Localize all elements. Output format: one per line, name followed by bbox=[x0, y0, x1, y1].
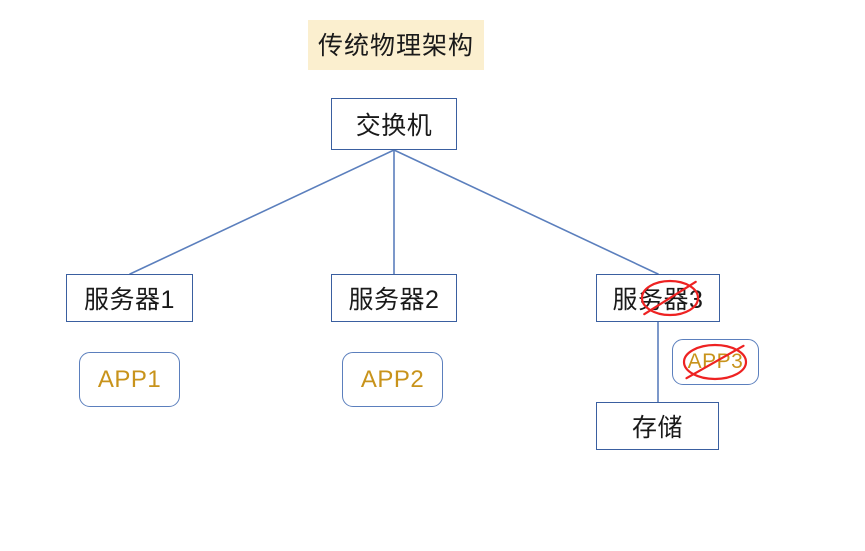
node-server2-label: 服务器2 bbox=[348, 286, 440, 314]
node-app1-label: APP1 bbox=[97, 365, 162, 393]
node-storage-label: 存储 bbox=[631, 414, 683, 442]
node-storage[interactable]: 存储 bbox=[596, 402, 719, 450]
node-app3-label: APP3 bbox=[687, 350, 744, 373]
node-app2-label: APP2 bbox=[360, 365, 425, 393]
node-server3[interactable]: 服务器3 bbox=[596, 274, 720, 322]
node-server1-label: 服务器1 bbox=[84, 286, 175, 314]
edge-switch-to-server1 bbox=[129, 149, 395, 275]
node-switch-label: 交换机 bbox=[355, 112, 433, 140]
edge-switch-to-server3 bbox=[393, 149, 659, 275]
node-server1[interactable]: 服务器1 bbox=[66, 274, 193, 322]
node-switch[interactable]: 交换机 bbox=[331, 98, 457, 150]
node-server3-label: 服务器3 bbox=[612, 286, 704, 314]
diagram-title-highlight: 传统物理架构 bbox=[308, 20, 485, 70]
page-title: 传统物理架构 bbox=[318, 32, 475, 60]
node-app3[interactable]: APP3 bbox=[672, 339, 759, 385]
node-server2[interactable]: 服务器2 bbox=[331, 274, 457, 322]
node-app2[interactable]: APP2 bbox=[342, 352, 443, 407]
node-app1[interactable]: APP1 bbox=[79, 352, 180, 407]
